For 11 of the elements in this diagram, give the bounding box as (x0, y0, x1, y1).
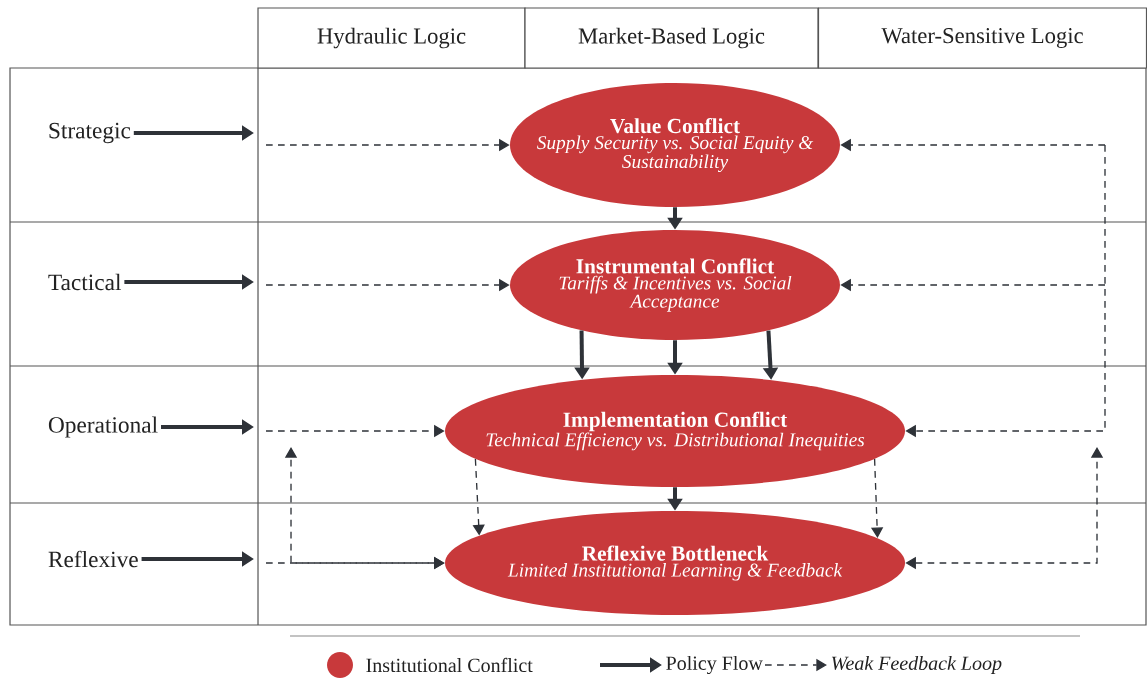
row-label: Strategic (49, 122, 131, 144)
legend-label: Weak Feedback Loop (831, 655, 1002, 675)
row-label: Tactical (48, 273, 121, 291)
legend-label: Institutional Conflict (366, 657, 533, 673)
row-label: Reflexive (48, 550, 138, 568)
column-header: Water-Sensitive Logic (817, 7, 1147, 69)
dashed-arrow (905, 144, 1106, 438)
row-label: Operational (48, 416, 158, 438)
legend-label: Policy Flow (666, 655, 763, 675)
column-header: Market-Based Logic (524, 7, 819, 69)
column-header: Hydraulic Logic (257, 7, 526, 69)
